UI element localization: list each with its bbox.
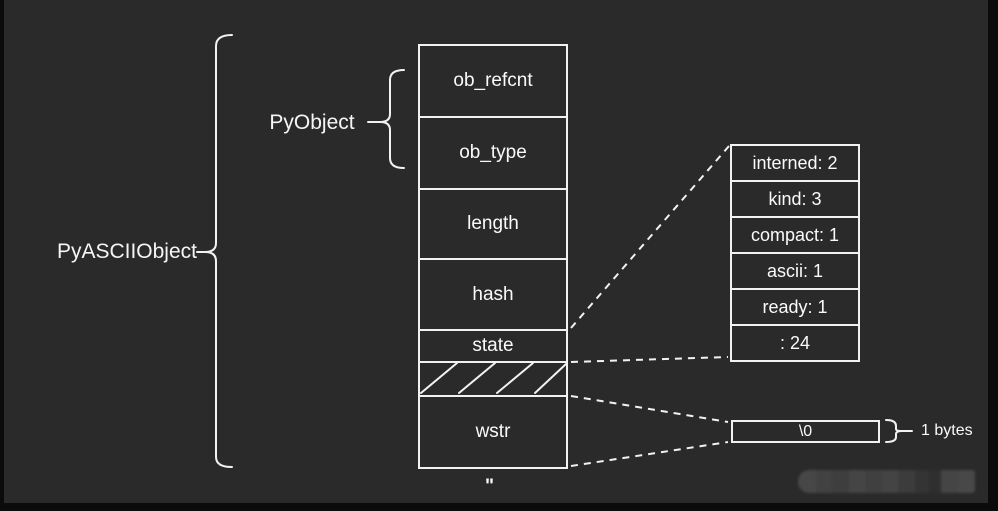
state-bit-compact: compact: 1 bbox=[730, 216, 860, 254]
field-ob-type: ob_type bbox=[418, 116, 568, 190]
state-bit-ascii: ascii: 1 bbox=[730, 252, 860, 290]
state-bit-ready: ready: 1 bbox=[730, 288, 860, 326]
field-ob-refcnt: ob_refcnt bbox=[418, 44, 568, 118]
field-state: state bbox=[418, 329, 568, 363]
field-unused-padding bbox=[418, 361, 568, 397]
field-hash: hash bbox=[418, 258, 568, 331]
pyasciiobject-label: PyASCIIObject bbox=[56, 240, 197, 263]
state-bit-interned: interned: 2 bbox=[730, 144, 860, 182]
buffer-size-label: 1 bytes bbox=[921, 422, 973, 439]
blurred-watermark bbox=[798, 470, 975, 493]
state-bit-unused: : 24 bbox=[730, 324, 860, 362]
pyobject-label: PyObject bbox=[269, 111, 355, 134]
state-bit-kind: kind: 3 bbox=[730, 180, 860, 218]
field-wstr: wstr bbox=[418, 395, 568, 469]
field-length: length bbox=[418, 188, 568, 260]
pyasciiobject-struct: ob_refcnt ob_type length hash state wstr bbox=[418, 44, 568, 471]
state-bitfield-box: interned: 2 kind: 3 compact: 1 ascii: 1 … bbox=[730, 144, 860, 362]
string-buffer-box: \0 bbox=[731, 420, 880, 443]
empty-string-literal: " bbox=[485, 476, 495, 497]
